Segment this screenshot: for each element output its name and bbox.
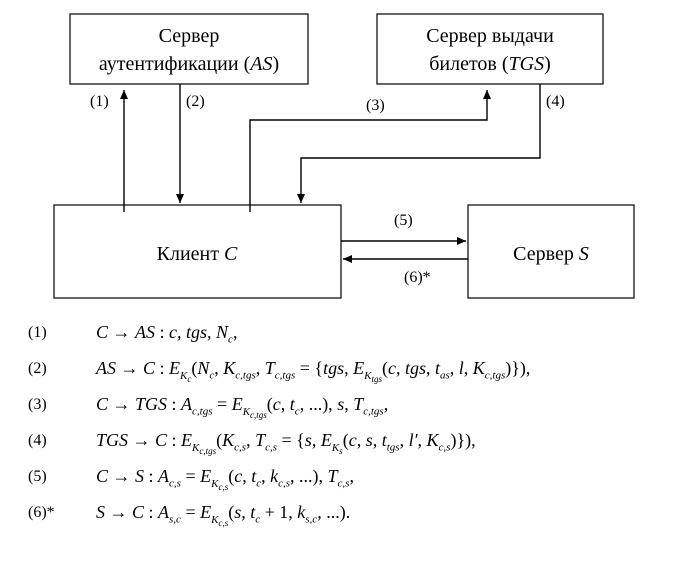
formula-4: TGS → C : EKc,tgs(Kc,s, Tc,s = {s, EKs(c… — [96, 430, 476, 456]
formula-6: S → C : As,c = EKc,s(s, tc + 1, ks,c, ..… — [96, 502, 351, 528]
as-server-subtitle: аутентификации (AS) — [99, 53, 279, 75]
server-s-label: Сервер S — [513, 243, 589, 265]
client-box: Клиент C — [53, 204, 342, 299]
formula-number: (4) — [28, 432, 47, 449]
label-1: (1) — [90, 93, 109, 110]
formula-2: AS → C : EKc(Nc, Kc,tgs, Tc,tgs = {tgs, … — [96, 358, 531, 384]
kerberos-diagram: Сервер аутентификации (AS) Сервер выдачи… — [53, 13, 635, 299]
server-s-box: Сервер S — [467, 204, 635, 299]
label-6: (6)* — [404, 269, 431, 286]
formula-3: C → TGS : Ac,tgs = EKc,tgs(c, tc, ...), … — [96, 394, 389, 420]
formula-row: (2) AS → C : EKc(Nc, Kc,tgs, Tc,tgs = {t… — [0, 354, 687, 390]
tgs-server-subtitle: билетов (TGS) — [429, 53, 551, 75]
formula-1: C → AS : c, tgs, Nc, — [96, 322, 238, 346]
label-2: (2) — [186, 93, 205, 110]
tgs-server-title: Сервер выдачи — [426, 25, 554, 47]
label-3: (3) — [366, 97, 385, 114]
formula-number: (5) — [28, 468, 47, 485]
formula-number: (6)* — [28, 504, 55, 521]
formula-number: (1) — [28, 324, 47, 341]
client-label: Клиент C — [157, 243, 238, 265]
formula-row: (4) TGS → C : EKc,tgs(Kc,s, Tc,s = {s, E… — [0, 426, 687, 462]
formula-list: (1) C → AS : c, tgs, Nc, (2) AS → C : EK… — [0, 318, 687, 534]
formula-row: (6)* S → C : As,c = EKc,s(s, tc + 1, ks,… — [0, 498, 687, 534]
formula-number: (3) — [28, 396, 47, 413]
arrow-4 — [297, 84, 541, 203]
formula-row: (3) C → TGS : Ac,tgs = EKc,tgs(c, tc, ..… — [0, 390, 687, 426]
formula-row: (5) C → S : Ac,s = EKc,s(c, tc, kc,s, ..… — [0, 462, 687, 498]
label-4: (4) — [546, 93, 565, 110]
formula-number: (2) — [28, 360, 47, 377]
as-server-title: Сервер — [159, 25, 220, 47]
label-5: (5) — [394, 212, 413, 229]
as-server-box: Сервер аутентификации (AS) — [69, 13, 309, 85]
formula-row: (1) C → AS : c, tgs, Nc, — [0, 318, 687, 354]
arrow-3 — [249, 90, 491, 212]
formula-5: C → S : Ac,s = EKc,s(c, tc, kc,s, ...), … — [96, 466, 354, 492]
tgs-server-box: Сервер выдачи билетов (TGS) — [376, 13, 604, 85]
